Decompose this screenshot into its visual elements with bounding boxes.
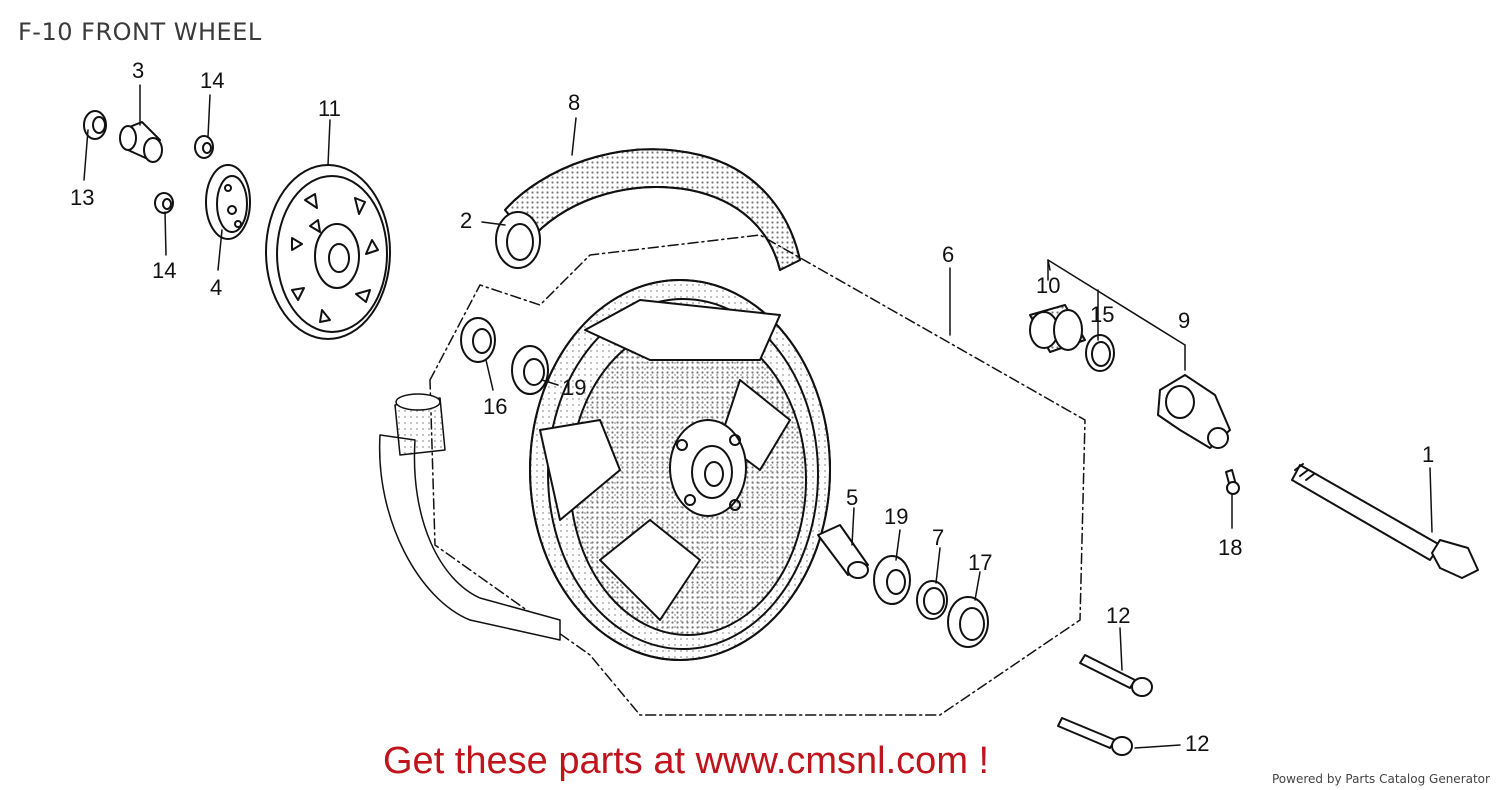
diagram-title: F-10 FRONT WHEEL bbox=[18, 18, 262, 46]
part-13-nut[interactable] bbox=[83, 110, 107, 140]
front-wheel-rim[interactable] bbox=[529, 279, 831, 661]
part-19-bearing-upper[interactable] bbox=[511, 345, 549, 395]
part-1-axle[interactable] bbox=[1291, 463, 1479, 579]
part-17-dust-seal[interactable] bbox=[947, 596, 989, 648]
part-5-spacer[interactable] bbox=[817, 524, 869, 579]
bracket-9-10-15 bbox=[1047, 259, 1186, 371]
part-12-bolt-upper[interactable] bbox=[1079, 654, 1153, 697]
callout-2: 2 bbox=[460, 208, 472, 233]
callout-12: 12 bbox=[1106, 603, 1130, 628]
part-10-drive-gear[interactable] bbox=[1029, 304, 1086, 353]
cta-link[interactable]: Get these parts at www.cmsnl.com ! bbox=[383, 740, 990, 782]
fork-leg bbox=[378, 393, 561, 641]
callout-15: 15 bbox=[1090, 302, 1114, 327]
callout-1: 1 bbox=[1422, 442, 1434, 467]
part-12-bolt-lower[interactable] bbox=[1057, 717, 1133, 756]
callout-numbers: 3 14 11 13 14 4 8 2 6 10 15 9 16 19 1 18… bbox=[70, 58, 1434, 756]
part-16-oil-seal[interactable] bbox=[460, 317, 496, 363]
callout-9: 9 bbox=[1178, 308, 1190, 333]
part-14-nut-bottom[interactable] bbox=[154, 192, 174, 214]
part-6-wheel-outline bbox=[429, 234, 1086, 716]
part-15-retainer[interactable] bbox=[1085, 334, 1115, 372]
callout-12: 12 bbox=[1185, 731, 1209, 756]
callout-19: 19 bbox=[562, 375, 586, 400]
callout-14: 14 bbox=[152, 258, 176, 283]
callout-7: 7 bbox=[932, 525, 944, 550]
part-7-circlip[interactable] bbox=[916, 580, 948, 620]
powered-by-text: Powered by Parts Catalog Generator bbox=[1272, 772, 1490, 786]
callout-3: 3 bbox=[132, 58, 144, 83]
callout-16: 16 bbox=[483, 394, 507, 419]
callout-11: 11 bbox=[318, 96, 341, 121]
callout-8: 8 bbox=[568, 90, 580, 115]
part-14-nut-top[interactable] bbox=[194, 135, 214, 159]
part-11-brake-disc[interactable] bbox=[265, 164, 391, 340]
part-8-tire[interactable] bbox=[495, 148, 801, 271]
callout-4: 4 bbox=[210, 275, 222, 300]
callout-10: 10 bbox=[1036, 273, 1060, 298]
callout-13: 13 bbox=[70, 185, 94, 210]
leader-lines bbox=[83, 84, 1433, 749]
part-4-hub-cover[interactable] bbox=[205, 164, 251, 240]
callout-19: 19 bbox=[884, 504, 908, 529]
part-3-collar[interactable] bbox=[119, 121, 163, 163]
part-19-bearing-lower[interactable] bbox=[873, 555, 911, 605]
callout-5: 5 bbox=[846, 485, 858, 510]
callout-18: 18 bbox=[1218, 535, 1242, 560]
callout-17: 17 bbox=[968, 550, 992, 575]
callout-14: 14 bbox=[200, 68, 224, 93]
part-9-speedometer-gearbox[interactable] bbox=[1157, 374, 1231, 449]
part-18-screw[interactable] bbox=[1225, 469, 1240, 495]
callout-6: 6 bbox=[942, 242, 954, 267]
